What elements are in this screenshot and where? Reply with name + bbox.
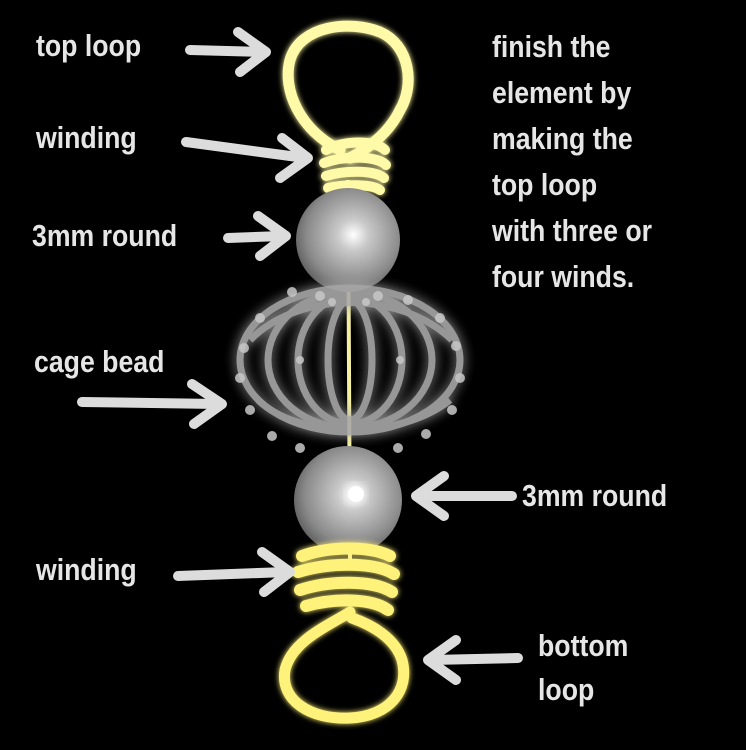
top-winding [319, 137, 391, 195]
bottom-round-bead [294, 446, 402, 554]
bottom-winding [292, 542, 400, 616]
label-bottom-loop-line1: bottom [538, 628, 629, 663]
note-line: making the [492, 121, 633, 156]
label-top-loop: top loop [36, 28, 142, 63]
arrow-round-top [223, 211, 291, 261]
arrow-winding-bottom [173, 547, 295, 597]
note-line: four winds. [492, 259, 635, 294]
label-cage-bead: cage bead [34, 344, 165, 379]
arrow-bottom-loop [423, 635, 523, 685]
bead-highlight [348, 486, 364, 502]
label-winding-bottom: winding [36, 552, 137, 587]
note-line: top loop [492, 167, 598, 202]
top-round-bead [296, 188, 400, 292]
bottom-loop-wire [278, 606, 410, 724]
note-line: element by [492, 75, 632, 110]
note-line: finish the [492, 29, 611, 64]
arrows [77, 27, 523, 685]
arrow-cage-bead [77, 379, 227, 429]
note-line: with three or [492, 213, 652, 248]
label-round-bottom: 3mm round [522, 478, 668, 513]
label-winding-top: winding [36, 120, 137, 155]
cage-bead [236, 284, 464, 436]
instruction-note: finish the element by making the top loo… [492, 24, 652, 300]
label-round-top: 3mm round [32, 218, 178, 253]
cage-bead-dots [235, 287, 465, 453]
arrow-round-bottom [411, 471, 517, 521]
arrow-top-loop [185, 27, 271, 77]
arrow-winding-top [181, 133, 313, 183]
label-bottom-loop-line2: loop [538, 672, 595, 707]
top-loop-wire [282, 20, 414, 164]
